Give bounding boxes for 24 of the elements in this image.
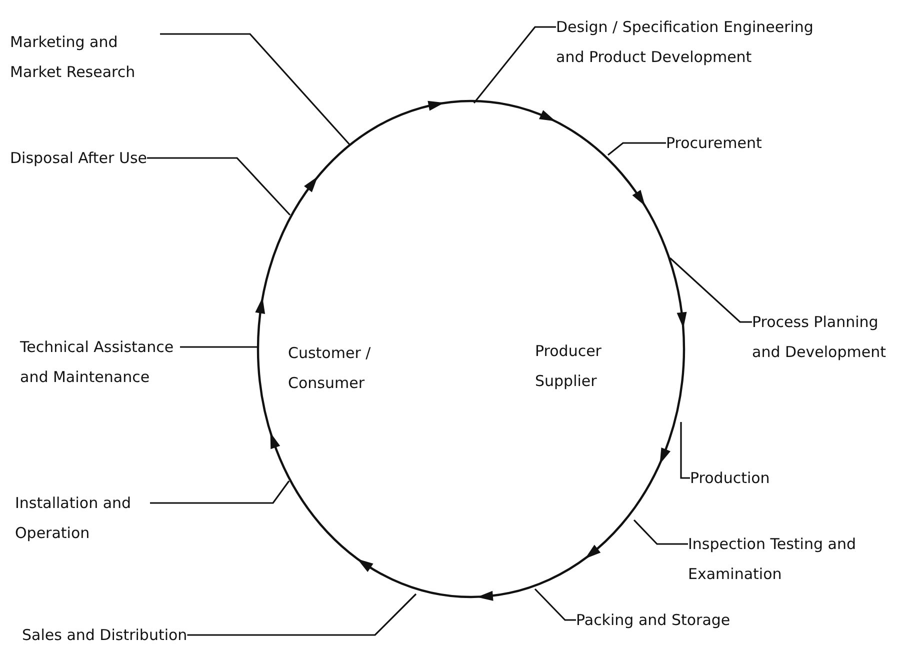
stage-label: Marketing and Market Research (10, 27, 160, 87)
stage-label: Production (690, 463, 770, 493)
leader-line (680, 422, 690, 479)
leader-line (187, 593, 417, 636)
leader-line (633, 519, 688, 545)
stage-label: Design / Specification Engineering and Product Development (556, 12, 836, 72)
stage-label: Disposal After Use (10, 143, 147, 173)
stage-label: Process Planning and Development (752, 307, 897, 367)
leader-line (150, 480, 290, 504)
center-label: Customer / Consumer (288, 343, 372, 394)
leader-line (669, 257, 752, 323)
leader-line (160, 33, 351, 146)
stage-label: Procurement (666, 128, 762, 158)
leader-line (180, 346, 257, 348)
center-label: Producer Supplier (535, 341, 602, 392)
stage-label: Packing and Storage (576, 605, 730, 635)
leader-line (608, 142, 666, 156)
leader-line (534, 588, 576, 621)
stage-label: Installation and Operation (15, 488, 150, 548)
stage-label: Inspection Testing and Examination (688, 529, 920, 589)
stage-label: Technical Assistance and Maintenance (20, 332, 180, 392)
leader-line (147, 157, 291, 216)
stage-label: Sales and Distribution (22, 620, 188, 650)
leader-line (473, 26, 556, 104)
